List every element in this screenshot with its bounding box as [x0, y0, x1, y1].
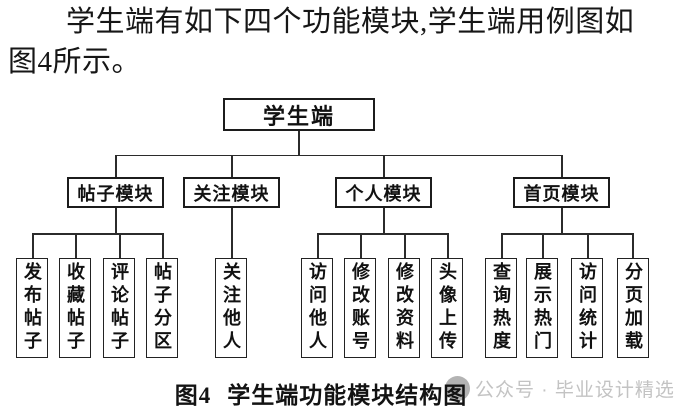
connector-line [317, 233, 319, 258]
leaf-node: 访问他人 [301, 258, 333, 358]
connector-line [115, 208, 117, 234]
connector-line [587, 233, 589, 258]
leaf-node: 关注他人 [215, 258, 247, 358]
leaf-node: 展示热门 [526, 258, 558, 358]
connector-line [404, 233, 406, 258]
module-node-home: 首页模块 [513, 177, 610, 208]
module-node-personal: 个人模块 [335, 177, 432, 208]
paragraph-line-2: 图4所示。 [8, 46, 142, 78]
connector-line [115, 154, 562, 156]
leaf-node: 收藏帖子 [59, 258, 91, 358]
connector-line [162, 233, 164, 258]
leaf-node: 发布帖子 [16, 258, 48, 358]
leaf-node: 分页加载 [617, 258, 649, 358]
leaf-node: 修改账号 [344, 258, 376, 358]
leaf-node: 评论帖子 [103, 258, 135, 358]
leaf-node: 修改资料 [388, 258, 420, 358]
connector-line [75, 233, 77, 258]
connector-line [231, 208, 233, 258]
leaf-node: 帖子分区 [146, 258, 178, 358]
root-node-student-client: 学生端 [223, 98, 375, 131]
connector-line [447, 233, 449, 258]
connector-line [383, 208, 385, 234]
connector-line [501, 233, 633, 235]
module-node-follow: 关注模块 [183, 177, 280, 208]
connector-line [32, 233, 34, 258]
module-node-posts: 帖子模块 [67, 177, 164, 208]
watermark: 公众号 · 毕业设计精选 [445, 375, 675, 401]
connector-line [119, 233, 121, 258]
connector-line [561, 208, 563, 234]
figure-title: 学生端功能模块结构图 [227, 383, 468, 408]
connector-line [317, 233, 448, 235]
connector-line [561, 155, 563, 178]
figure-caption: 图4 学生端功能模块结构图 [0, 376, 642, 410]
leaf-node: 查询热度 [485, 258, 517, 358]
connector-line [542, 233, 544, 258]
leaf-node: 头像上传 [431, 258, 463, 358]
connector-line [298, 131, 300, 155]
connector-line [501, 233, 503, 258]
figure-label: 图4 [174, 383, 212, 408]
connector-line [32, 233, 163, 235]
watermark-text: 公众号 · 毕业设计精选 [475, 379, 675, 401]
paragraph-line-1: 学生端有如下四个功能模块,学生端用例图如 [66, 6, 635, 38]
connector-line [383, 155, 385, 178]
connector-line [231, 155, 233, 178]
connector-line [115, 155, 117, 178]
leaf-node: 访问统计 [571, 258, 603, 358]
watermark-logo-icon [445, 375, 470, 401]
connector-line [360, 233, 362, 258]
connector-line [632, 233, 634, 258]
body-paragraph: 学生端有如下四个功能模块,学生端用例图如 图4所示。 [8, 2, 674, 82]
